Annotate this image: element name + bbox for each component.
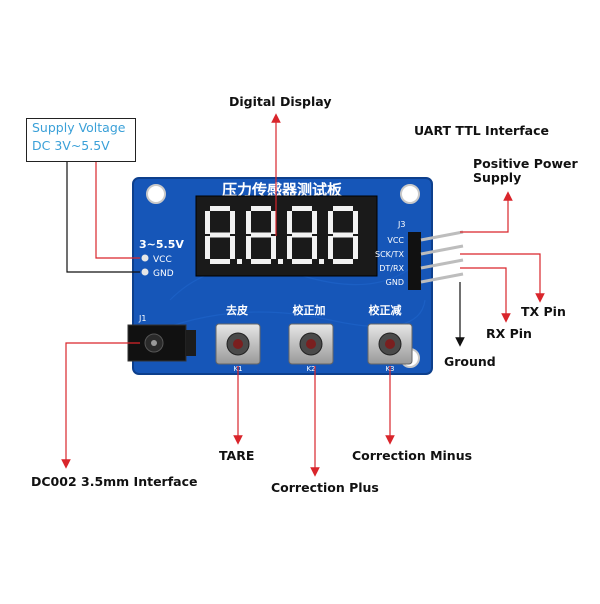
digit-4-segment [333,206,353,211]
vcc-pad-dot [141,254,149,262]
digit-4-segment [333,232,353,238]
digit-4-segment [353,236,358,259]
leader-supply-vcc [95,160,140,259]
digit-2-segment [246,211,251,234]
digit-2-segment [246,236,251,259]
gnd-pad-dot [141,268,149,276]
button-ref-k2: K2 [306,365,315,373]
label-tx-pin: TX Pin [521,304,566,319]
supply-voltage-box: Supply Voltage DC 3V~5.5V [26,118,136,162]
vcc-pad-label: VCC [153,255,172,265]
leader-positive-power [460,191,513,233]
digit-1-segment [230,211,235,234]
label-dc002: DC002 3.5mm Interface [31,474,198,489]
label-correction-minus: Correction Minus [352,448,473,463]
header-pin-sck-tx: SCK/TX [375,250,404,259]
label-digital-display: Digital Display [229,94,332,109]
leader-supply-gnd [66,160,140,273]
digit-4-segment [353,211,358,234]
mount-hole-tl [146,184,166,204]
correction-plus-button[interactable] [288,323,334,365]
digit-1-segment [230,236,235,259]
voltage-label: 3~5.5V [139,238,184,251]
digit-2-decimal-point [278,259,283,264]
digit-2-segment [251,206,271,211]
label-tare: TARE [219,448,255,463]
header-ref: J3 [397,220,405,229]
leader-tx-pin [460,253,545,303]
digit-3-segment [292,206,312,211]
label-correction-plus: Correction Plus [271,480,379,495]
correction-minus-button[interactable] [367,323,413,365]
button-label-minus: 校正减 [369,303,402,317]
digit-1-segment [210,232,230,238]
header-pin-dt-rx: DT/RX [379,264,404,273]
leader-dc002 [61,342,140,469]
button-label-plus: 校正加 [293,303,326,317]
digit-4-segment [333,259,353,264]
mount-hole-tr [400,184,420,204]
digit-3-segment [312,211,317,234]
digit-3-segment [287,236,292,259]
digit-3-segment [312,236,317,259]
digit-1-segment [210,259,230,264]
label-rx-pin: RX Pin [486,326,532,341]
label-positive-power-1: Positive Power [473,156,578,171]
leader-rx-pin [460,267,511,323]
digit-2-segment [271,211,276,234]
digit-3-segment [292,259,312,264]
label-ground: Ground [444,354,496,369]
digit-3-segment [292,232,312,238]
label-positive-power-2: Supply [473,170,522,185]
tare-button[interactable] [215,323,261,365]
digit-1-segment [205,211,210,234]
button-label-tare: 去皮 [226,303,248,317]
digit-2-segment [251,232,271,238]
gnd-pad-label: GND [153,269,174,279]
supply-voltage-title: Supply Voltage [32,120,126,135]
header-pin-vcc: VCC [387,236,404,245]
digit-2-segment [251,259,271,264]
digit-4-segment [328,211,333,234]
digit-3-segment [287,211,292,234]
digital-display [195,195,378,277]
jack-ref: J1 [138,314,146,323]
supply-voltage-range: DC 3V~5.5V [32,138,110,153]
digit-2-segment [271,236,276,259]
header-pin-gnd: GND [386,278,404,287]
pin-header [408,230,464,290]
leader-lines [61,113,545,477]
display-digits [205,206,358,264]
digit-1-decimal-point [237,259,242,264]
digit-3-decimal-point [319,259,324,264]
label-uart-ttl: UART TTL Interface [414,123,549,138]
board-title: 压力传感器测试板 [222,181,343,199]
digit-4-segment [328,236,333,259]
digit-1-segment [205,236,210,259]
digit-1-segment [210,206,230,211]
